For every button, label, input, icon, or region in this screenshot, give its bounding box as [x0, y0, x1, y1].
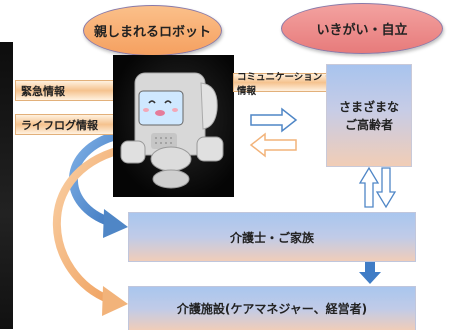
robot-image: [120, 72, 224, 189]
emergency-info-tag: 緊急情報: [15, 80, 120, 101]
elderly-box: さまざまな ご高齢者: [326, 64, 412, 167]
robot-ellipse-label: 親しまれるロボット: [93, 25, 211, 40]
curved-arrow-to-caregivers: [69, 130, 123, 227]
emergency-info-label: 緊急情報: [21, 84, 65, 98]
arrow-down-to-facility: [359, 262, 381, 284]
care-facility-box: 介護施設(ケアマネジャー、経営者): [128, 286, 416, 330]
arrow-down-to-caregivers: [375, 167, 397, 209]
arrow-up-to-elderly: [358, 166, 380, 208]
robot-photo: [113, 55, 234, 197]
elderly-label-line2: ご高齢者: [344, 117, 393, 132]
lifelog-info-label: ライフログ情報: [21, 118, 98, 132]
purpose-ellipse-label: いきがい・自立: [316, 23, 408, 38]
elderly-label-line1: さまざまな: [338, 99, 399, 114]
curved-arrow-to-caregivers-head: [103, 209, 128, 238]
caregiver-family-label: 介護士・ご家族: [229, 230, 314, 245]
communication-info-label: コミュニケーション・情報: [237, 71, 332, 97]
communication-info-tag: コミュニケーション・情報: [233, 72, 333, 97]
care-facility-label: 介護施設(ケアマネジャー、経営者): [176, 302, 368, 316]
curved-arrow-to-facility: [52, 146, 124, 304]
arrow-elderly-to-robot: [249, 132, 297, 158]
lifelog-info-tag: ライフログ情報: [15, 114, 120, 135]
arrow-robot-to-elderly: [250, 107, 298, 133]
robot-ellipse: 親しまれるロボット: [83, 5, 222, 56]
purpose-ellipse: いきがい・自立: [281, 3, 443, 54]
caregiver-family-box: 介護士・ご家族: [128, 212, 416, 262]
left-edge-strip: [0, 42, 13, 329]
curved-arrow-to-facility-head: [102, 286, 128, 316]
